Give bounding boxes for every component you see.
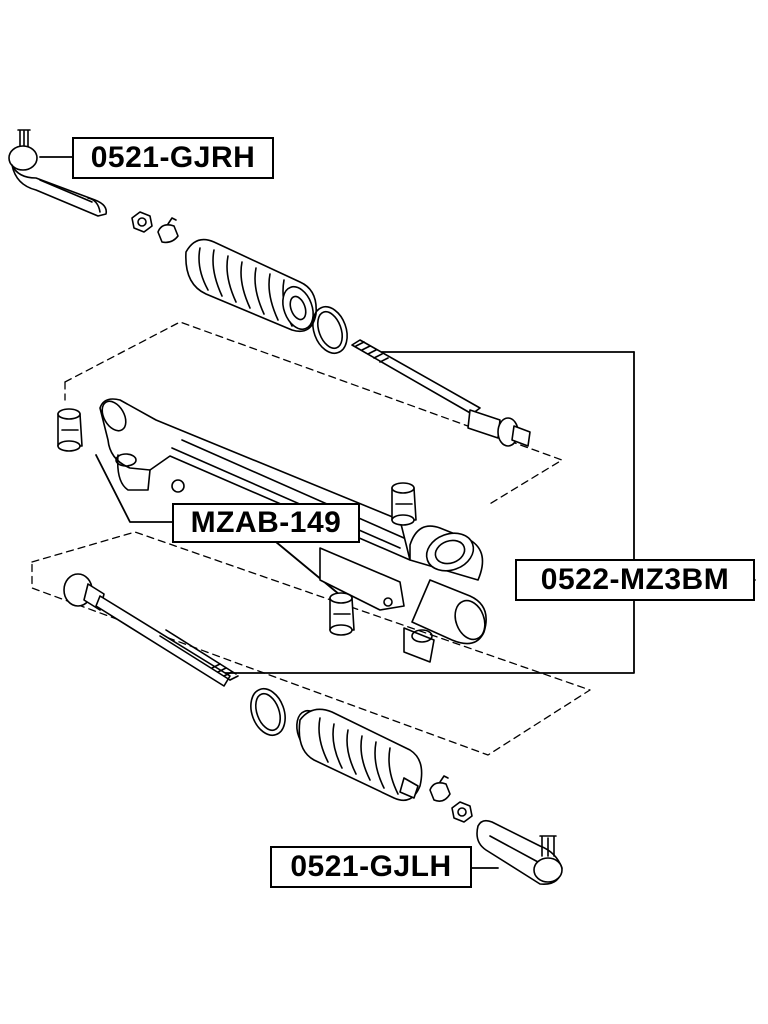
dashed-guide-lines [31,321,591,756]
ring-icon [250,687,286,737]
ring-icon [312,305,348,355]
inner-tie-rod-icon [63,573,239,687]
label-0521-gjlh: 0521-GJLH [270,846,472,888]
tie-rod-end-left-icon [476,819,563,885]
bushing-icon [391,482,417,526]
bushing-icon [57,408,83,452]
nut-icon [451,801,473,823]
clamp-icon [429,775,451,802]
label-0522-mz3bm: 0522-MZ3BM [515,559,755,601]
label-0521-gjrh: 0521-GJRH [72,137,274,179]
clamp-icon [157,217,179,244]
nut-icon [131,211,153,233]
boot-icon [185,238,317,333]
inner-tie-rod-icon [351,339,531,447]
tie-rod-end-right-icon [8,129,108,217]
label-mzab-149: MZAB-149 [172,503,360,543]
bushing-icon [329,592,355,636]
boot-icon [296,708,423,802]
